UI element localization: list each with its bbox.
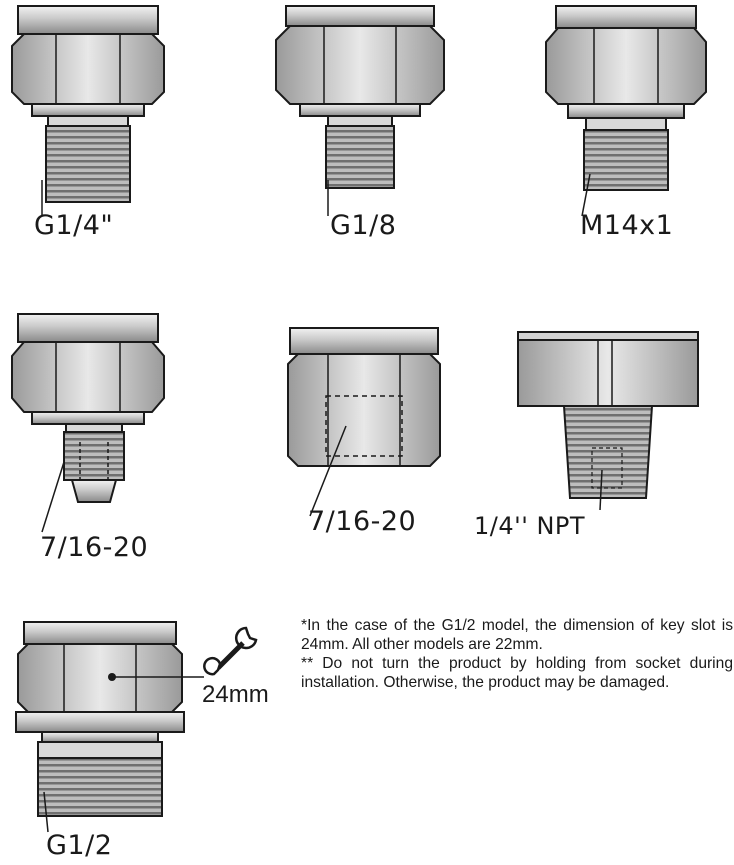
fitting-label-g1-4: G1/4" (34, 210, 114, 241)
fitting-g1-4 (8, 4, 168, 216)
fitting-m14x1 (542, 4, 710, 217)
note-do-not-turn: ** Do not turn the product by holding fr… (301, 655, 733, 691)
fitting-g1-2 (14, 620, 204, 833)
fitting-label-g1-2: G1/2 (46, 830, 113, 861)
fitting-7-16-20-flare (8, 312, 168, 533)
fitting-label-1-4-npt: 1/4'' NPT (474, 512, 586, 540)
fitting-m14x1-drawing (545, 5, 707, 217)
fitting-label-7-16-20-internal: 7/16-20 (308, 506, 417, 537)
fitting-7-16-20-flare-drawing (11, 313, 165, 533)
fitting-label-7-16-20-flare: 7/16-20 (40, 532, 149, 563)
note-key-slot: *In the case of the G1/2 model, the dime… (301, 617, 733, 653)
fitting-label-m14x1: M14x1 (580, 210, 674, 241)
fitting-7-16-20-internal-drawing (287, 327, 441, 517)
fitting-g1-8 (272, 4, 448, 216)
fitting-7-16-20-internal (284, 326, 444, 517)
installation-notes: *In the case of the G1/2 model, the dime… (301, 616, 733, 692)
wrench-icon (203, 624, 262, 680)
fitting-label-g1-8: G1/8 (330, 210, 397, 241)
fitting-g1-2-drawing (15, 621, 204, 833)
fitting-1-4-npt (516, 330, 700, 511)
fitting-g1-8-drawing (275, 5, 445, 216)
fitting-g1-4-drawing (11, 5, 165, 216)
wrench-size-label: 24mm (202, 681, 269, 708)
fitting-1-4-npt-drawing (517, 331, 699, 511)
